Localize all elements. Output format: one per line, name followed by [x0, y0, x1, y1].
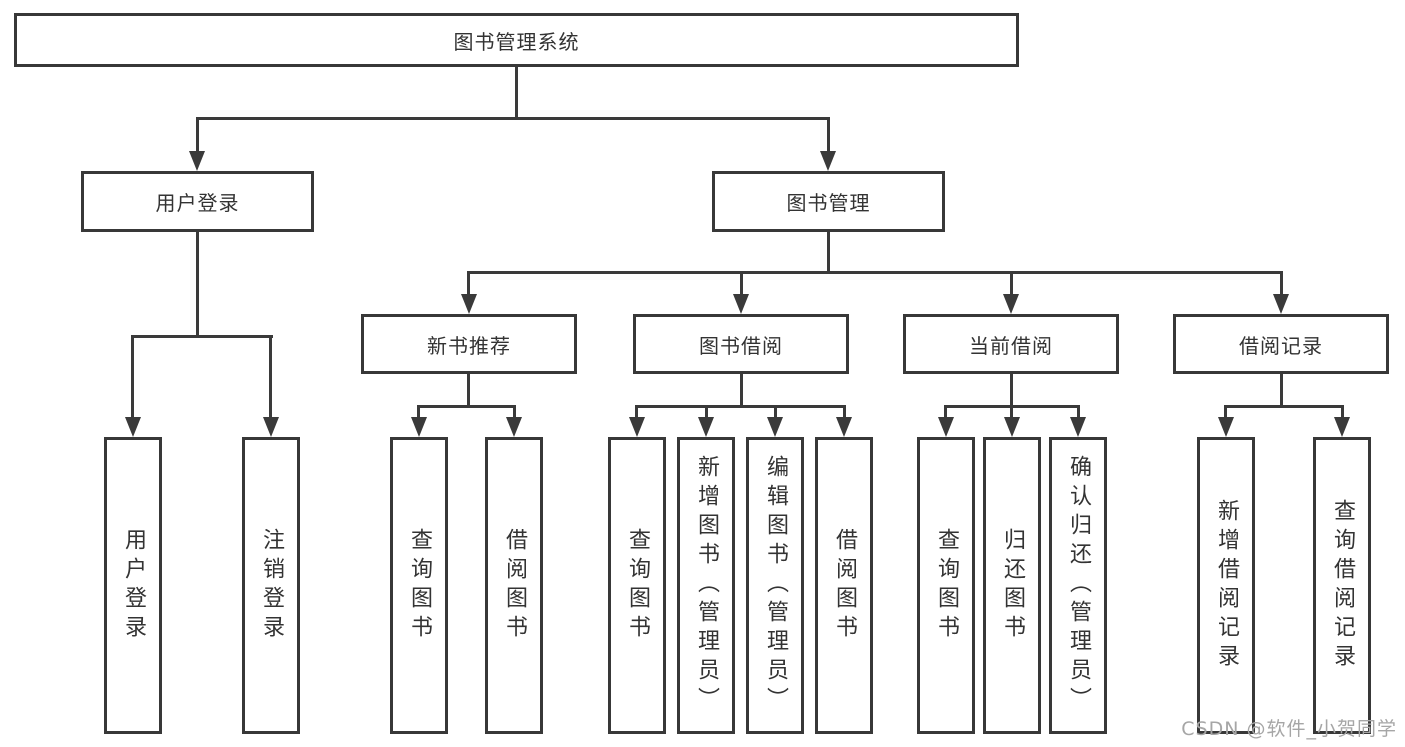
arrow-down-icon: [938, 417, 954, 437]
connector-line: [1010, 271, 1013, 296]
leaf-borrow-books-recommend: 借阅图书: [485, 437, 543, 734]
leaf-user-login: 用户登录: [104, 437, 162, 734]
leaf-return-books: 归还图书: [983, 437, 1041, 734]
connector-line: [843, 405, 846, 419]
arrow-down-icon: [461, 294, 477, 314]
connector-line: [1077, 405, 1080, 419]
connector-line: [467, 271, 1283, 274]
arrow-down-icon: [263, 417, 279, 437]
arrow-down-icon: [629, 417, 645, 437]
connector-line: [1010, 405, 1013, 419]
connector-line: [513, 405, 516, 419]
leaf-logout: 注销登录: [242, 437, 300, 734]
connector-line: [1224, 405, 1227, 419]
arrow-down-icon: [1004, 417, 1020, 437]
leaf-confirm-return-admin: 确认归还（管理员）: [1049, 437, 1107, 734]
connector-line: [705, 405, 708, 419]
connector-line: [515, 67, 518, 119]
connector-line: [740, 271, 743, 296]
connector-line: [944, 405, 947, 419]
connector-line: [1280, 271, 1283, 296]
node-current-borrow: 当前借阅: [903, 314, 1119, 374]
connector-line: [1224, 405, 1344, 408]
arrow-down-icon: [1003, 294, 1019, 314]
connector-line: [467, 271, 470, 296]
connector-line: [827, 232, 830, 274]
arrow-down-icon: [1273, 294, 1289, 314]
connector-line: [635, 405, 846, 408]
connector-line: [417, 405, 516, 408]
leaf-query-books-current: 查询图书: [917, 437, 975, 734]
connector-line: [1010, 374, 1013, 407]
connector-line: [131, 335, 273, 338]
arrow-down-icon: [820, 151, 836, 171]
arrow-down-icon: [1334, 417, 1350, 437]
connector-line: [196, 232, 199, 337]
node-borrow-records: 借阅记录: [1173, 314, 1389, 374]
connector-line: [1341, 405, 1344, 419]
connector-line: [774, 405, 777, 419]
arrow-down-icon: [836, 417, 852, 437]
arrow-down-icon: [1070, 417, 1086, 437]
leaf-add-borrow-record: 新增借阅记录: [1197, 437, 1255, 734]
connector-line: [1280, 374, 1283, 407]
csdn-watermark: CSDN @软件_小贺同学: [1181, 718, 1397, 740]
leaf-query-books-recommend: 查询图书: [390, 437, 448, 734]
node-book-management: 图书管理: [712, 171, 945, 232]
arrow-down-icon: [733, 294, 749, 314]
arrow-down-icon: [125, 417, 141, 437]
arrow-down-icon: [698, 417, 714, 437]
arrow-down-icon: [411, 417, 427, 437]
node-new-book-recommend: 新书推荐: [361, 314, 577, 374]
leaf-add-books-admin: 新增图书（管理员）: [677, 437, 735, 734]
connector-line: [827, 117, 830, 153]
connector-line: [740, 374, 743, 407]
connector-line: [196, 117, 199, 153]
connector-line: [417, 405, 420, 419]
connector-line: [467, 374, 470, 407]
leaf-query-books-borrow: 查询图书: [608, 437, 666, 734]
node-user-login: 用户登录: [81, 171, 314, 232]
connector-line: [635, 405, 638, 419]
arrow-down-icon: [506, 417, 522, 437]
node-root-library-system: 图书管理系统: [14, 13, 1019, 67]
connector-line: [269, 335, 272, 419]
leaf-query-borrow-record: 查询借阅记录: [1313, 437, 1371, 734]
leaf-edit-books-admin: 编辑图书（管理员）: [746, 437, 804, 734]
arrow-down-icon: [189, 151, 205, 171]
leaf-borrow-books: 借阅图书: [815, 437, 873, 734]
node-book-borrow: 图书借阅: [633, 314, 849, 374]
arrow-down-icon: [1218, 417, 1234, 437]
connector-line: [196, 117, 830, 120]
arrow-down-icon: [767, 417, 783, 437]
connector-line: [131, 335, 134, 419]
